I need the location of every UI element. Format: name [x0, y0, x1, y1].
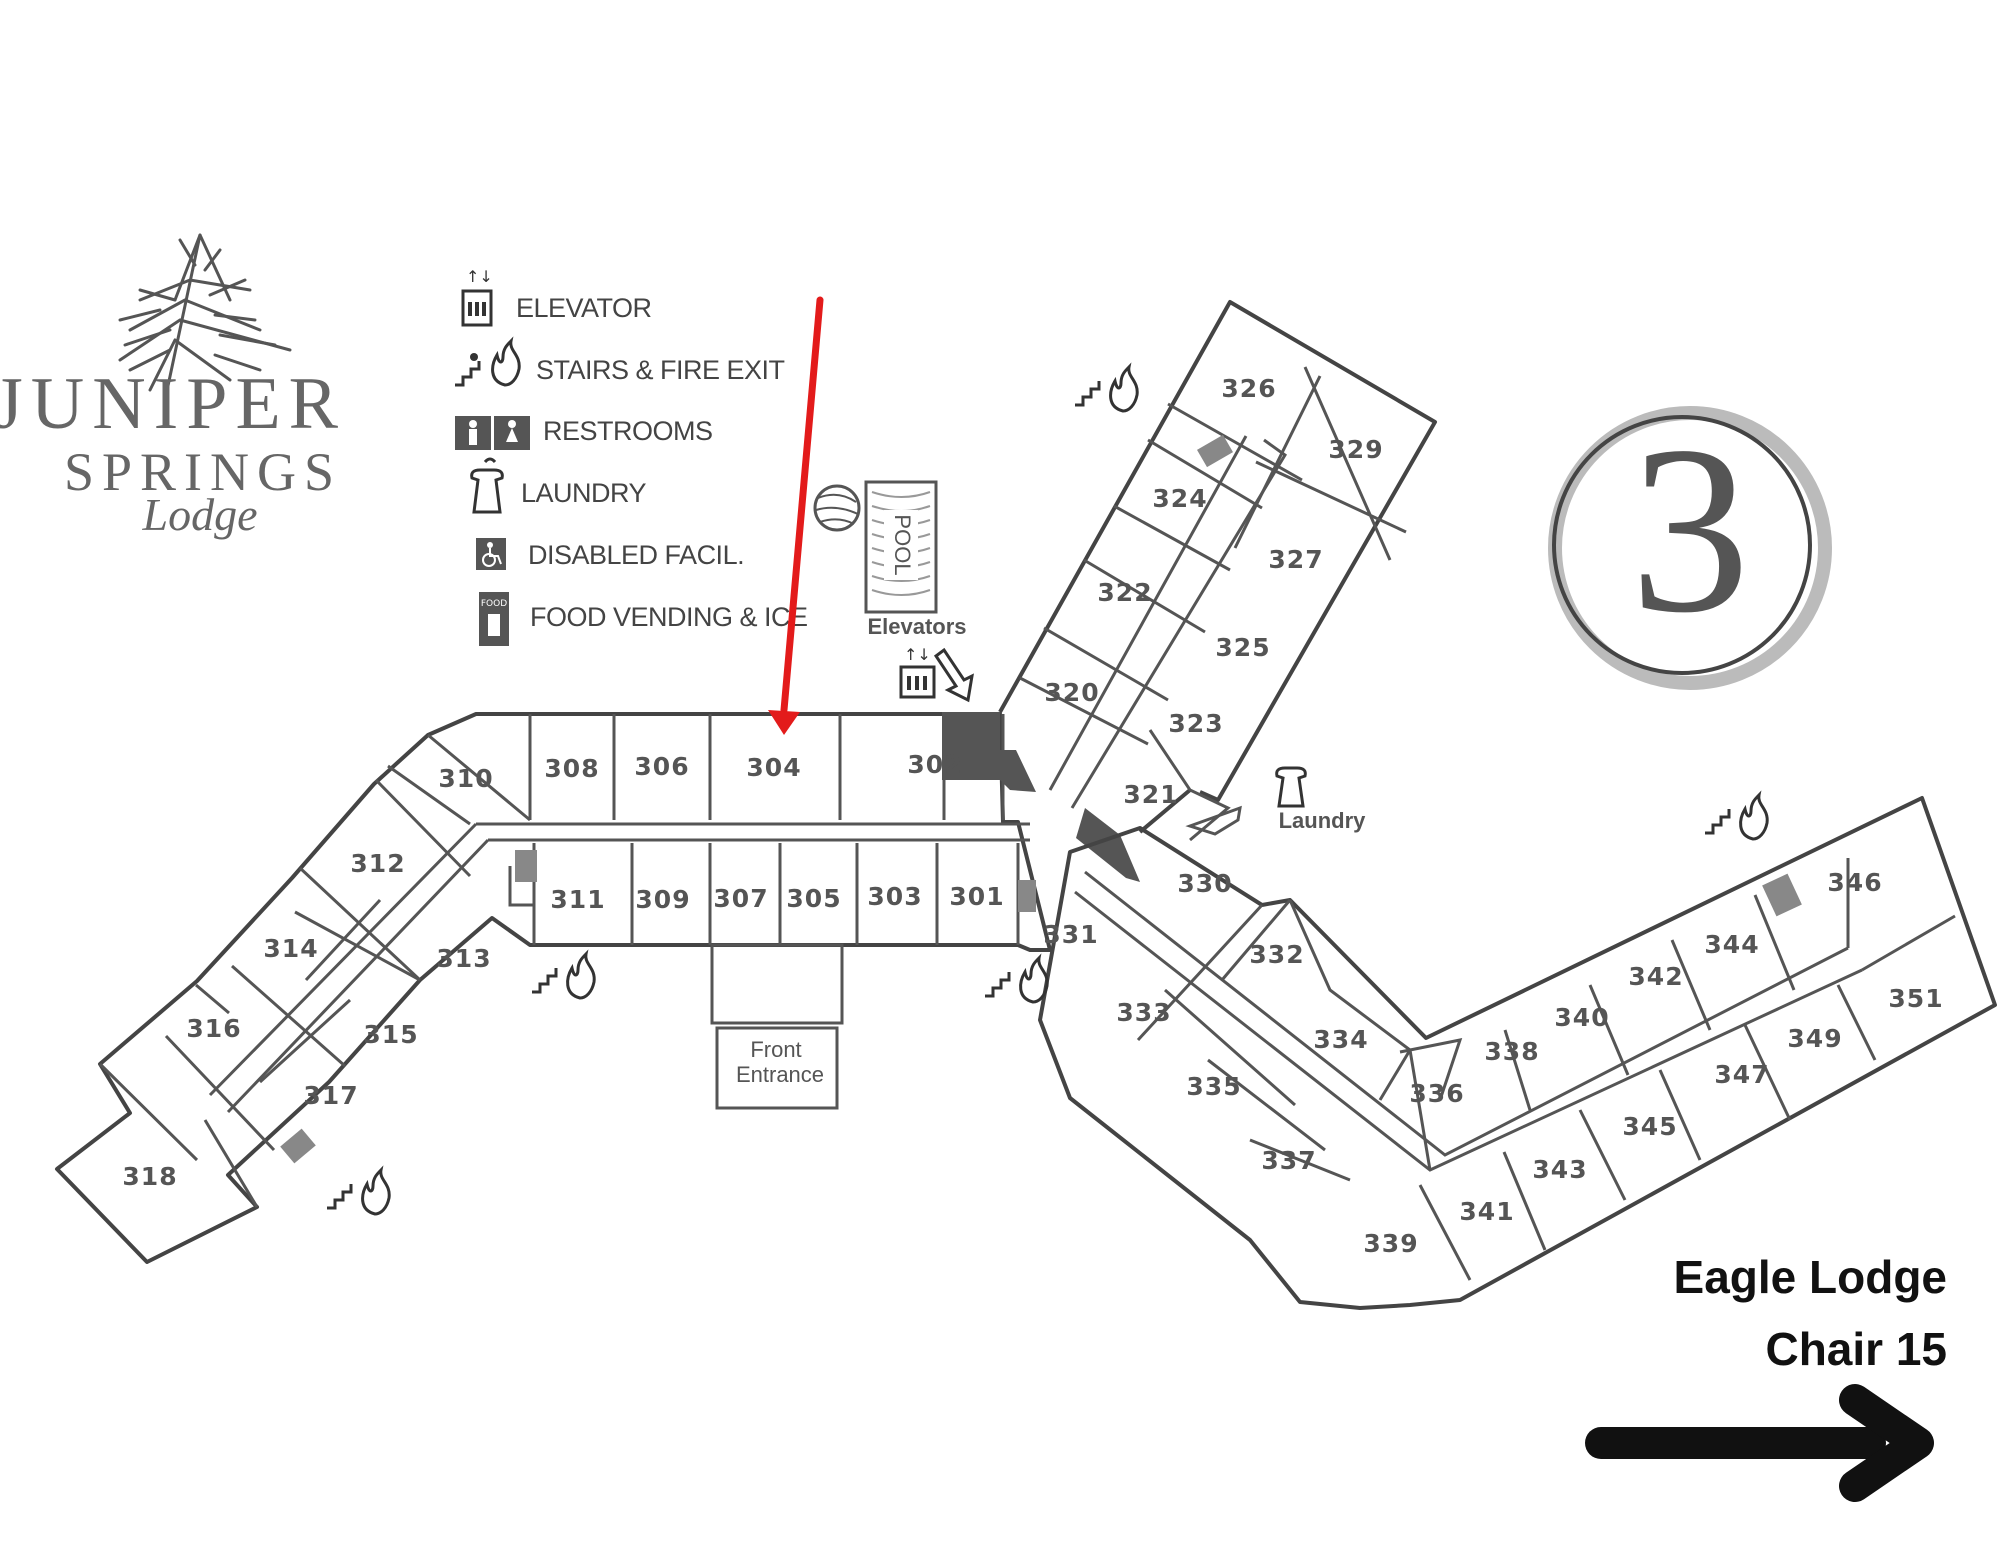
restrooms-icon: [455, 416, 530, 450]
logo-line-1: JUNIPER: [0, 363, 346, 445]
food-vending-icon: FOOD: [479, 592, 509, 646]
room-308[interactable]: 308: [544, 754, 599, 783]
stairs-fire-exit-icon: [532, 949, 596, 1000]
curved-arrow-icon: [933, 647, 974, 703]
front-entrance-line-2: Entrance: [736, 1062, 824, 1087]
room-302[interactable]: 302: [907, 750, 962, 779]
front-entrance-line-1: Front: [750, 1037, 801, 1062]
room-343[interactable]: 343: [1532, 1155, 1587, 1184]
room-324[interactable]: 324: [1152, 484, 1207, 513]
stairs-fire-exit-icon: [455, 336, 521, 387]
room-321[interactable]: 321: [1123, 780, 1178, 809]
room-349[interactable]: 349: [1787, 1024, 1842, 1053]
room-305[interactable]: 305: [786, 884, 841, 913]
elevator-box-icon: [899, 665, 936, 699]
room-307[interactable]: 307: [713, 884, 768, 913]
callout-line-1: Eagle Lodge: [1674, 1251, 1947, 1303]
restrooms-marker-icon: [1018, 880, 1036, 912]
elevators-label: Elevators: [867, 614, 966, 639]
eagle-lodge-callout: Eagle Lodge Chair 15: [1585, 1251, 1947, 1502]
stairs-fire-exit-icon: [1075, 362, 1139, 413]
pool-area: POOL: [813, 480, 938, 614]
restrooms-marker-icon: [280, 1128, 316, 1164]
room-312[interactable]: 312: [350, 849, 405, 878]
restrooms-marker-icon: [515, 850, 537, 882]
room-309[interactable]: 309: [635, 885, 690, 914]
legend-label-disabled: DISABLED FACIL.: [528, 540, 744, 570]
legend-label-laundry: LAUNDRY: [521, 478, 647, 508]
building-outline: Front Entrance Laundry: [55, 300, 1997, 1310]
room-336[interactable]: 336: [1409, 1079, 1464, 1108]
map-legend: ↑↓ ELEVATOR STAIRS & FIRE EXIT RESTROOMS…: [455, 267, 808, 646]
legend-label-elevator: ELEVATOR: [516, 293, 652, 323]
room-347[interactable]: 347: [1714, 1060, 1769, 1089]
logo-line-2: SPRINGS: [64, 442, 342, 502]
room-340[interactable]: 340: [1554, 1003, 1609, 1032]
pool-label: POOL: [890, 514, 915, 575]
room-315[interactable]: 315: [363, 1020, 418, 1049]
room-344[interactable]: 344: [1704, 930, 1759, 959]
room-332[interactable]: 332: [1249, 940, 1304, 969]
elevator-icon: ↑↓: [461, 267, 493, 327]
elevator-arrows-icon: ↑↓: [904, 645, 931, 664]
stairs-fire-exit-icon: [327, 1165, 391, 1216]
room-311[interactable]: 311: [550, 885, 605, 914]
room-335[interactable]: 335: [1186, 1072, 1241, 1101]
room-317[interactable]: 317: [303, 1081, 358, 1110]
room-323[interactable]: 323: [1168, 709, 1223, 738]
ball-icon: [813, 484, 861, 532]
room-339[interactable]: 339: [1363, 1229, 1418, 1258]
room-marker-arrow-icon: [768, 296, 824, 735]
room-303[interactable]: 303: [867, 882, 922, 911]
room-316[interactable]: 316: [186, 1014, 241, 1043]
stairs-fire-exit-icon: [1705, 790, 1769, 841]
stairs-fire-exit-icon: [985, 953, 1049, 1004]
room-313[interactable]: 313: [436, 944, 491, 973]
room-337[interactable]: 337: [1261, 1146, 1316, 1175]
room-342[interactable]: 342: [1628, 962, 1683, 991]
room-301[interactable]: 301: [949, 882, 1004, 911]
callout-line-2: Chair 15: [1765, 1323, 1947, 1375]
laundry-map-icon: [1275, 766, 1307, 808]
juniper-springs-logo: JUNIPER SPRINGS Lodge: [0, 233, 346, 540]
room-345[interactable]: 345: [1622, 1112, 1677, 1141]
legend-label-stairs: STAIRS & FIRE EXIT: [536, 355, 785, 385]
room-346[interactable]: 346: [1827, 868, 1882, 897]
right-arrow-icon: [1585, 1384, 1934, 1502]
svg-text:↑↓: ↑↓: [466, 267, 493, 286]
room-304[interactable]: 304: [746, 753, 801, 782]
room-314[interactable]: 314: [263, 934, 318, 963]
legend-label-food: FOOD VENDING & ICE: [530, 602, 808, 632]
room-306[interactable]: 306: [634, 752, 689, 781]
juniper-branch-icon: [118, 233, 292, 402]
room-338[interactable]: 338: [1484, 1037, 1539, 1066]
laundry-icon: [470, 457, 504, 514]
legend-label-restrooms: RESTROOMS: [543, 416, 713, 446]
room-329[interactable]: 329: [1328, 435, 1383, 464]
room-341[interactable]: 341: [1459, 1197, 1514, 1226]
elevators-marker: Elevators ↑↓: [867, 614, 974, 703]
room-322[interactable]: 322: [1097, 578, 1152, 607]
floor-number-emblem: 3: [1548, 396, 1832, 690]
room-318[interactable]: 318: [122, 1162, 177, 1191]
room-333[interactable]: 333: [1116, 998, 1171, 1027]
logo-line-3: Lodge: [142, 489, 258, 540]
room-labels: 302 301 303 304 305 306 307 308 309 310 …: [122, 374, 1943, 1258]
room-326[interactable]: 326: [1221, 374, 1276, 403]
food-icon-text: FOOD: [481, 599, 507, 609]
room-320[interactable]: 320: [1044, 678, 1099, 707]
restrooms-marker-icon: [1197, 434, 1233, 468]
room-325[interactable]: 325: [1215, 633, 1270, 662]
room-331[interactable]: 331: [1043, 920, 1098, 949]
room-330[interactable]: 330: [1177, 869, 1232, 898]
room-327[interactable]: 327: [1268, 545, 1323, 574]
room-334[interactable]: 334: [1313, 1025, 1368, 1054]
laundry-map-label: Laundry: [1279, 808, 1367, 833]
room-351[interactable]: 351: [1888, 984, 1943, 1013]
restrooms-marker-icon: [1762, 873, 1802, 917]
disabled-facilities-icon: [476, 538, 506, 570]
floor-number: 3: [1630, 396, 1750, 662]
room-310[interactable]: 310: [438, 764, 493, 793]
